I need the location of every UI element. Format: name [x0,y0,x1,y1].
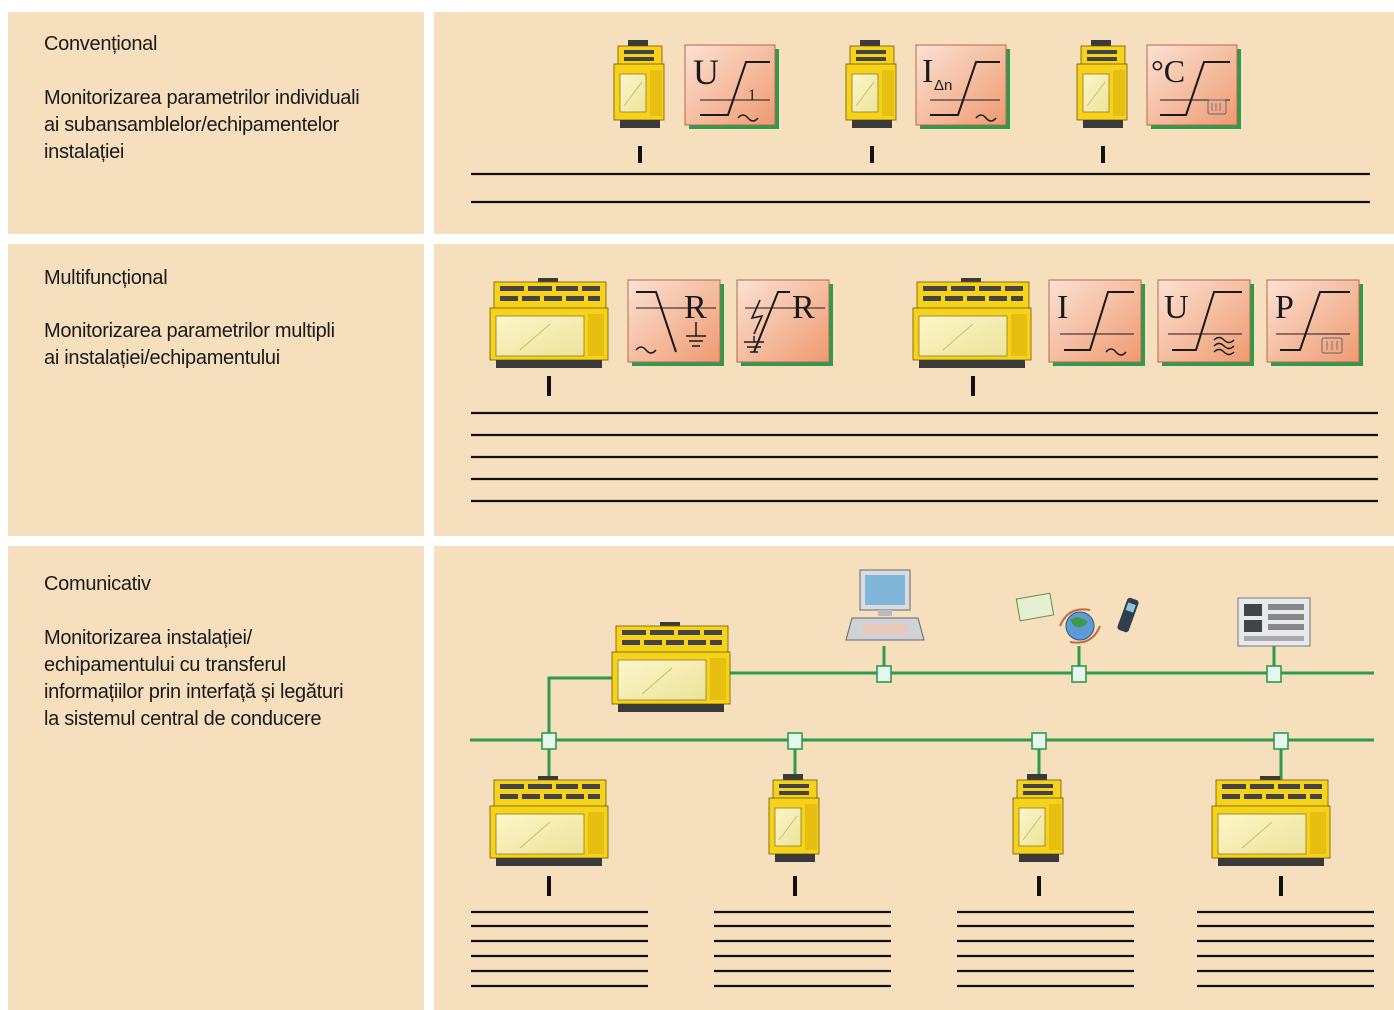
description-line: Monitorizarea instalației/ [44,627,252,649]
svg-text:1: 1 [748,87,756,104]
voltage-harmonics-relay-icon: U [1157,279,1254,366]
description-line: echipamentului cu transferul [44,654,286,676]
earth-fault-icon: R [736,279,833,366]
row-conventional-label-panel [8,12,424,234]
row1-bus-lines [471,172,1370,204]
svg-text:P: P [1275,289,1294,326]
remote-communication-icon [1015,592,1139,644]
computer-icon [845,569,925,641]
temperature-relay-icon: °C [1146,44,1241,129]
power-relay-icon: P [1266,279,1363,366]
field-device-3 [1012,773,1064,896]
svg-text:I: I [1057,289,1068,326]
row1-device-temperature [1076,39,1128,163]
gateway-device [611,621,731,713]
svg-text:R: R [684,289,707,326]
row-title-conventional: Convențional [44,33,158,55]
svg-text:U: U [1164,289,1189,326]
insulation-resistance-icon: R [627,279,724,366]
row-description-communicative: Monitorizarea instalației/ echipamentulu… [44,625,344,733]
row-title-communicative: Comunicativ [44,573,151,595]
control-panel-icon [1237,597,1311,647]
description-line: instalației [44,141,125,163]
field-device-2 [768,773,820,896]
description-line: ai subansamblelor/echipamentelor [44,114,340,136]
row-multifunctional-label-panel [8,244,424,536]
field-device-1 [489,775,609,896]
description-line: ai instalației/echipamentului [44,347,280,369]
svg-text:R: R [792,289,815,326]
row-title-multifunctional: Multifuncțional [44,267,168,289]
field-device-4 [1211,775,1331,896]
voltage-relay-icon: U 1 [684,44,779,129]
row2-bus-lines [471,411,1378,503]
svg-text:°C: °C [1151,53,1185,89]
row-description-multifunctional: Monitorizarea parametrilor multipli ai i… [44,318,335,372]
row-communicative-label-panel [8,546,424,1010]
row1-device-residual [845,39,897,163]
row-description-conventional: Monitorizarea parametrilor individuali a… [44,85,360,166]
residual-current-relay-icon: I Δn [915,44,1010,129]
row2-device-left [489,277,609,396]
current-relay-icon: I [1048,279,1145,366]
lower-communication-bus [470,676,1374,780]
svg-text:Δn: Δn [934,77,952,94]
svg-text:I: I [922,53,933,90]
description-line: Monitorizarea parametrilor individuali [44,87,360,109]
row1-device-voltage [613,39,665,163]
svg-text:U: U [693,52,719,92]
upper-communication-bus [728,646,1374,683]
row2-device-right [912,277,1032,396]
description-line: informațiilor prin interfață și legături [44,681,344,703]
row3-bus-lines [471,910,1374,988]
description-line: la sistemul central de conducere [44,708,322,730]
description-line: Monitorizarea parametrilor multipli [44,320,335,342]
